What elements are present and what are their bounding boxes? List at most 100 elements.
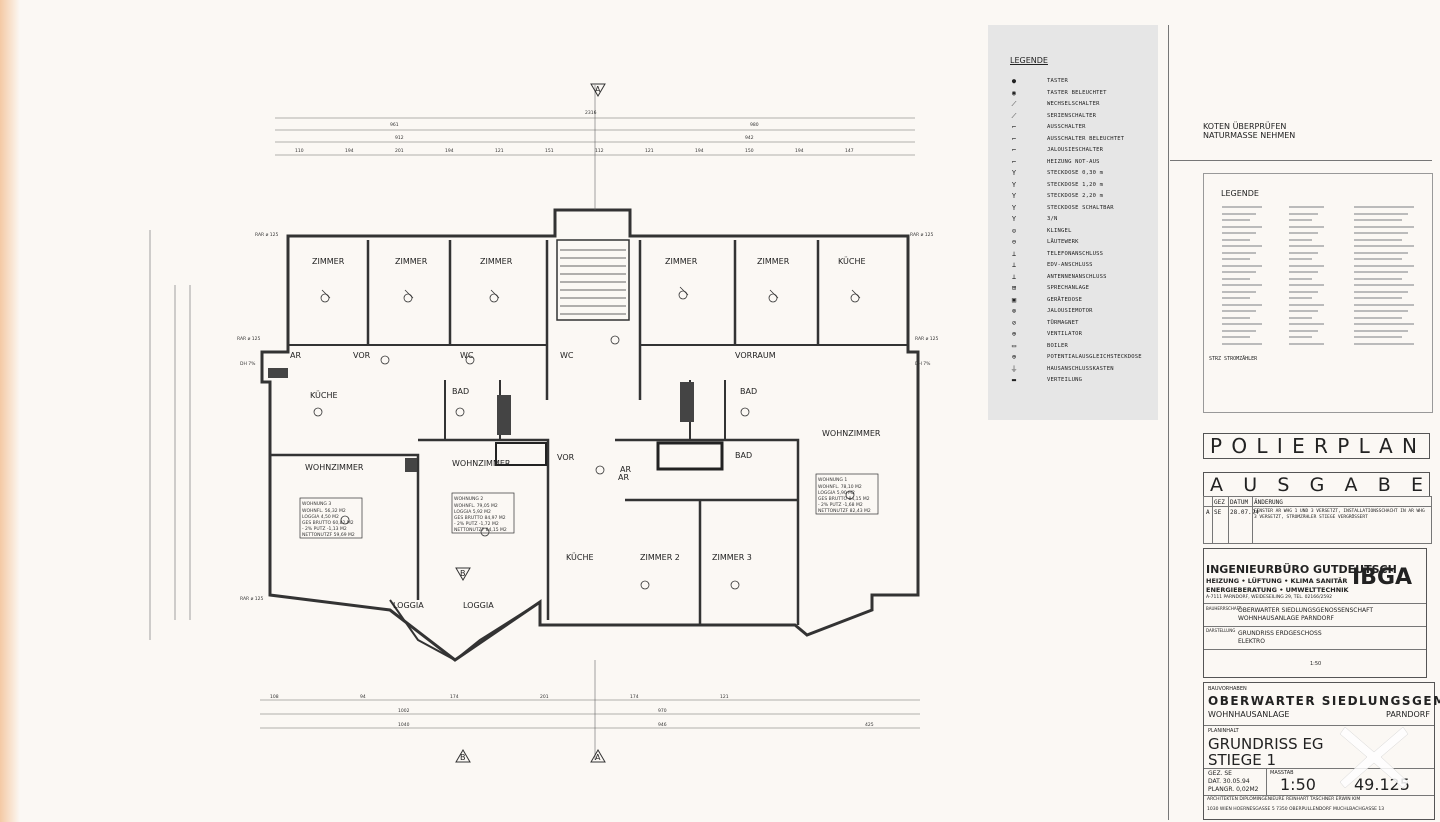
apartment-area-row: NETTONUTZF 82,43 M2 bbox=[818, 508, 871, 514]
banner-letter: B bbox=[1377, 473, 1391, 496]
planinhalt-label: PLANINHALT bbox=[1208, 728, 1239, 734]
legend-item: ⟋SERIENSCHALTER bbox=[1006, 111, 1156, 122]
legend-secondary-line bbox=[1354, 238, 1402, 241]
legend-secondary-line bbox=[1354, 316, 1402, 319]
client-label: BAUHERRSCHAFT bbox=[1206, 606, 1242, 611]
banner-letter: O bbox=[1231, 434, 1254, 458]
legend-secondary-line bbox=[1354, 219, 1402, 221]
ibga-logo: IBGA bbox=[1352, 565, 1413, 590]
legend-symbol-icon: ⊕ bbox=[1011, 353, 1017, 361]
legend-secondary-line bbox=[1289, 323, 1324, 325]
dimension-label: 946 bbox=[658, 722, 667, 728]
legend-item: ▣GERÄTEDOSE bbox=[1006, 295, 1156, 306]
legend-label: SPRECHANLAGE bbox=[1047, 285, 1090, 291]
dimension-label: 942 bbox=[745, 135, 754, 141]
legend-secondary-line bbox=[1354, 342, 1414, 345]
legend-secondary-line bbox=[1222, 271, 1256, 273]
legend-symbol-icon: ⊥ bbox=[1011, 261, 1017, 269]
banner-letter: E bbox=[1410, 473, 1423, 496]
rev-col-datum: DATUM bbox=[1230, 499, 1249, 506]
legend-secondary-line bbox=[1289, 206, 1324, 208]
legend-item: ⏚HAUSANSCHLUSSKASTEN bbox=[1006, 364, 1156, 375]
dimension-label: 112 bbox=[595, 148, 604, 154]
client-line2: WOHNHAUSANLAGE PARNDORF bbox=[1238, 615, 1334, 622]
engineer-line3: ENERGIEBERATUNG • UMWELTTECHNIK bbox=[1206, 586, 1349, 594]
legend-secondary-line bbox=[1354, 225, 1414, 228]
legend-secondary-line bbox=[1289, 277, 1312, 280]
divider-line bbox=[1168, 25, 1169, 820]
legend-label: STECKDOSE 1,20 m bbox=[1047, 181, 1104, 188]
legend-secondary-line bbox=[1222, 284, 1262, 286]
legend-secondary-line bbox=[1222, 264, 1262, 267]
legend-symbol-icon: ⊞ bbox=[1011, 284, 1017, 292]
divider-line bbox=[1170, 160, 1432, 161]
legend-secondary-line bbox=[1354, 303, 1414, 306]
legend-item: ⊥TELEFONANSCHLUSS bbox=[1006, 249, 1156, 260]
room-label: ZIMMER bbox=[395, 257, 428, 266]
banner-letter: R bbox=[1314, 434, 1334, 458]
legend-symbol-icon: ⌐ bbox=[1011, 146, 1017, 154]
legend-secondary-line bbox=[1354, 212, 1408, 215]
room-label: ZIMMER bbox=[757, 257, 790, 266]
vent-mark: DH 7% bbox=[915, 361, 931, 367]
room-label: KÜCHE bbox=[838, 256, 866, 266]
dimension-label: 108 bbox=[270, 694, 279, 700]
room-label: ZIMMER bbox=[665, 257, 698, 266]
legend-label: AUSSCHALTER BELEUCHTET bbox=[1047, 135, 1125, 142]
apartment-area-row: WOHNFL. 56,32 M2 bbox=[302, 508, 346, 514]
legend-label: BOILER bbox=[1047, 342, 1069, 349]
legend-item: ⌐AUSSCHALTER BELEUCHTET bbox=[1006, 134, 1156, 145]
apartment-box bbox=[815, 473, 879, 515]
dimension-label: 912 bbox=[395, 135, 404, 141]
room-label: AR bbox=[290, 351, 301, 360]
dimension-label: 174 bbox=[630, 694, 639, 700]
room-label: LOGGIA bbox=[463, 601, 494, 610]
installation-shafts bbox=[268, 368, 724, 472]
legend-label: SERIENSCHALTER bbox=[1047, 112, 1097, 119]
dimension-label: 194 bbox=[345, 148, 354, 154]
legend-secondary-line bbox=[1289, 212, 1318, 215]
legend-label: WECHSELSCHALTER bbox=[1047, 101, 1100, 107]
banner-letter: U bbox=[1243, 473, 1258, 496]
project-place: PARNDORF bbox=[1386, 710, 1430, 719]
engineer-stamp: INGENIEURBÜRO GUTDEUTSCH HEIZUNG • LÜFTU… bbox=[1203, 548, 1427, 678]
room-label: WC bbox=[460, 351, 474, 360]
note-text: KOTEN ÜBERPRÜFEN NATURMASSE NEHMEN bbox=[1203, 122, 1295, 140]
legend-label: HEIZUNG NOT-AUS bbox=[1047, 158, 1100, 165]
legend-item: ⌐JALOUSIESCHALTER bbox=[1006, 145, 1156, 156]
drawing-line2: ELEKTRO bbox=[1238, 638, 1265, 645]
legend-secondary-line bbox=[1289, 303, 1324, 306]
legend-symbol-icon: ⊥ bbox=[1011, 272, 1017, 281]
banner-letter: E bbox=[1292, 434, 1311, 458]
legend-secondary-line bbox=[1222, 225, 1262, 228]
footer-line-2: 1030 WIEN HOERNESGASSE 5 7350 OBERPULLEN… bbox=[1207, 807, 1385, 812]
section-arrow-icon bbox=[590, 83, 606, 97]
legend-symbol-icon: ⌐ bbox=[1011, 157, 1017, 166]
engineer-address: A-7111 PARNDORF, WEIDESEILING 29, TEL. 0… bbox=[1206, 595, 1332, 600]
banner-letter: P bbox=[1210, 434, 1229, 458]
banner-letter: G bbox=[1309, 473, 1325, 496]
legend-secondary-last: STRZ STROMZÄHLER bbox=[1209, 356, 1258, 362]
room-label: WOHNZIMMER bbox=[452, 459, 511, 468]
legend-secondary-line bbox=[1354, 297, 1402, 299]
legend-symbol-icon: Y bbox=[1011, 215, 1017, 223]
legend-secondary-line bbox=[1289, 225, 1324, 228]
room-label: BAD bbox=[740, 387, 757, 396]
room-label: VORRAUM bbox=[735, 351, 776, 360]
legend-secondary-line bbox=[1222, 238, 1250, 241]
legend-symbol-icon: ⊕ bbox=[1011, 330, 1017, 338]
apartment-area-row: NETTONUTZF 59,69 M2 bbox=[302, 532, 355, 538]
banner-letter: N bbox=[1402, 434, 1423, 458]
gez: GEZ. SE bbox=[1208, 770, 1232, 777]
apartment-title: WOHNUNG 1 bbox=[818, 477, 847, 483]
dimension-label: 147 bbox=[845, 148, 854, 154]
legend-secondary-line bbox=[1354, 336, 1402, 338]
rev-row-gez: SE bbox=[1214, 509, 1222, 516]
title-block: BAUVORHABEN OBERWARTER SIEDLUNGSGEM. WOH… bbox=[1203, 682, 1440, 820]
